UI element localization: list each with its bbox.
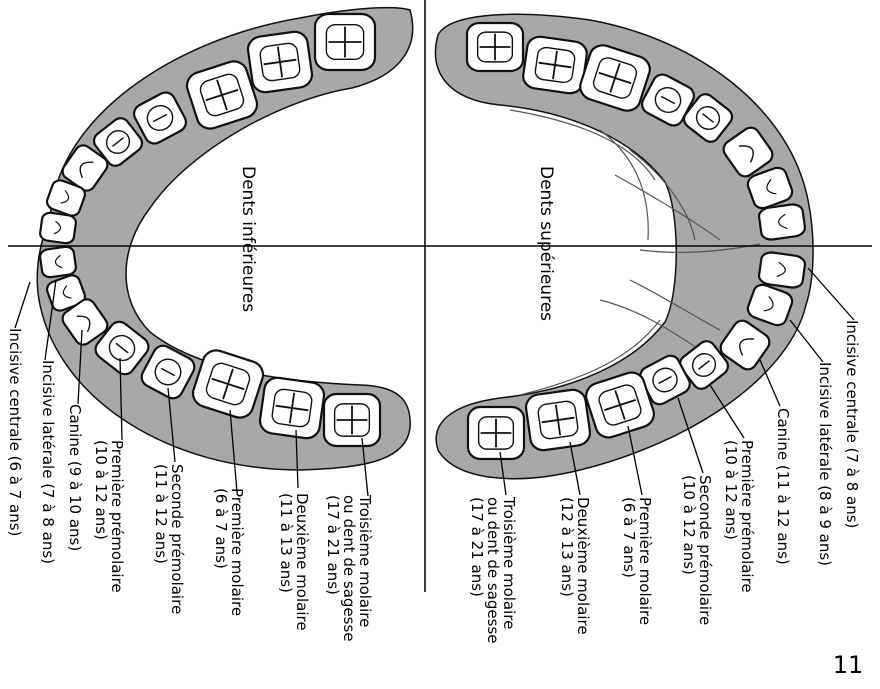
upper-third-molar-label: Troisième molaireou dent de sagesse(17 à… bbox=[468, 496, 518, 644]
upper-central-incisor-label-line: Incisive centrale (7 à 8 ans) bbox=[843, 320, 861, 528]
upper-second-molar-tooth-l bbox=[524, 388, 591, 452]
upper-first-molar-label-line: (6 à 7 ans) bbox=[620, 497, 638, 578]
upper-lateral-incisor-leader bbox=[790, 320, 823, 362]
page-number: 11 bbox=[833, 651, 864, 679]
upper-canine-label-line: Canine (11 à 12 ans) bbox=[774, 408, 792, 565]
lower-third-molar-label: Troisième molaireou dent de sagesse(17 à… bbox=[324, 494, 374, 642]
upper-first-premolar-label-line: (10 à 12 ans) bbox=[722, 440, 740, 540]
lower-central-incisor-leader bbox=[15, 282, 30, 328]
upper-second-molar-tooth bbox=[522, 35, 589, 95]
lower-first-molar-label: Première molaire(6 à 7 ans) bbox=[212, 488, 246, 616]
upper-central-incisor-label: Incisive centrale (7 à 8 ans) bbox=[843, 320, 861, 528]
upper-central-incisor-leader bbox=[808, 268, 854, 320]
lower-central-incisor-label-line: Incisive centrale (6 à 7 ans) bbox=[6, 328, 24, 536]
lower-central-incisor-label: Incisive centrale (6 à 7 ans) bbox=[6, 328, 24, 536]
lower-second-premolar-label: Seconde prémolaire(11 à 12 ans) bbox=[152, 464, 186, 614]
upper-second-premolar-label-line: (10 à 12 ans) bbox=[680, 475, 698, 575]
upper-first-premolar-label: Première prémolaire(10 à 12 ans) bbox=[722, 440, 756, 593]
lower-first-molar-label-line: (6 à 7 ans) bbox=[212, 488, 230, 569]
lower-canine-label-line: Canine (9 à 10 ans) bbox=[66, 404, 84, 551]
lower-second-molar-label: Deuxième molaire(11 à 13 ans) bbox=[277, 493, 311, 631]
lower-second-premolar-label-line: (11 à 12 ans) bbox=[152, 464, 170, 564]
upper-lateral-incisor-label-line: Incisive latérale (8 à 9 ans) bbox=[816, 362, 834, 566]
lower-third-molar-tooth bbox=[315, 14, 375, 70]
upper-canine-label: Canine (11 à 12 ans) bbox=[774, 408, 792, 565]
lower-lateral-incisor-label-line: Incisive latérale (7 à 8 ans) bbox=[39, 360, 57, 564]
upper-second-molar-label-line: (12 à 13 ans) bbox=[558, 497, 576, 597]
upper-lateral-incisor-label: Incisive latérale (8 à 9 ans) bbox=[816, 362, 834, 566]
upper-second-premolar-label: Seconde prémolaire(10 à 12 ans) bbox=[680, 475, 714, 625]
lower-central-incisor-r bbox=[39, 212, 77, 244]
lower-jaw bbox=[37, 8, 412, 470]
lower-first-premolar-label-line: (10 à 12 ans) bbox=[92, 440, 110, 540]
upper-third-molar-label-line: (17 à 21 ans) bbox=[468, 497, 486, 597]
upper-central-incisor-r bbox=[758, 203, 806, 241]
lower-second-molar-tooth bbox=[246, 30, 313, 94]
upper-central-incisor-l bbox=[758, 251, 806, 289]
lower-canine-label: Canine (9 à 10 ans) bbox=[66, 404, 84, 551]
upper-first-molar-label: Première molaire(6 à 7 ans) bbox=[620, 497, 654, 625]
lower-jaw-title: Dents inférieures bbox=[238, 166, 258, 312]
upper-third-molar-tooth-l bbox=[468, 407, 524, 459]
upper-third-molar-tooth bbox=[467, 23, 523, 71]
lower-central-incisor-l bbox=[39, 246, 77, 278]
lower-lateral-incisor-label: Incisive latérale (7 à 8 ans) bbox=[39, 360, 57, 564]
lower-third-molar-tooth-l bbox=[324, 394, 380, 446]
lower-second-molar-label-line: (11 à 13 ans) bbox=[277, 493, 295, 593]
lower-first-premolar-label: Première prémolaire(10 à 12 ans) bbox=[92, 440, 126, 593]
upper-second-molar-label: Deuxième molaire(12 à 13 ans) bbox=[558, 497, 592, 635]
upper-jaw-title: Dents supérieures bbox=[536, 166, 556, 321]
lower-third-molar-label-line: (17 à 21 ans) bbox=[324, 495, 342, 595]
lower-second-molar-tooth-l bbox=[258, 376, 325, 440]
